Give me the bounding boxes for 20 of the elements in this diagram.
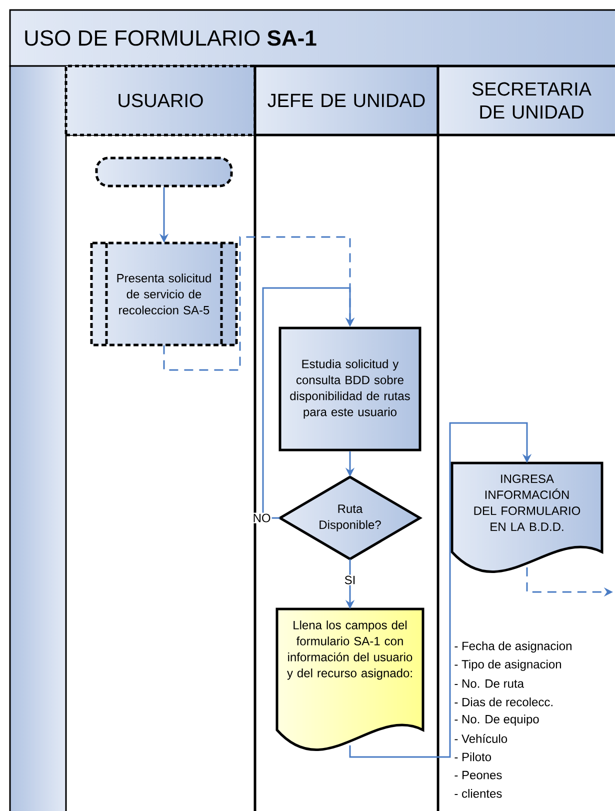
list-item: - Piloto bbox=[454, 752, 492, 762]
list-item: - Dias de recolecc. bbox=[454, 698, 552, 706]
title-bar: USO DE FORMULARIO SA-1 bbox=[9, 9, 615, 67]
list-item: - Peones bbox=[454, 770, 502, 780]
arrow bbox=[262, 287, 355, 519]
lane-header: USUARIO bbox=[64, 64, 256, 136]
process-box: Estudia solicitud y consulta BDD sobre disponibilidad de rutas para este usuario bbox=[278, 326, 422, 452]
terminator bbox=[95, 156, 233, 188]
list-item: - Tipo de asignacion bbox=[454, 660, 561, 671]
list-item: - No. De ruta bbox=[454, 679, 524, 688]
list-item: - Fecha de asignacion bbox=[454, 641, 572, 653]
process-box: Presenta solicitud de servicio de recoleccion SA-5 bbox=[90, 242, 238, 346]
lane-header: SECRETARIA DE UNIDAD bbox=[436, 64, 615, 136]
list-item: - clientes bbox=[454, 789, 502, 798]
list-item: - No. De equipo bbox=[454, 714, 539, 726]
arrow bbox=[349, 422, 532, 758]
edge-label: NO bbox=[252, 512, 272, 524]
lane-header: JEFE DE UNIDAD bbox=[254, 64, 440, 136]
list-item: - Vehículo bbox=[454, 734, 508, 743]
edge-label: SI bbox=[343, 574, 357, 586]
